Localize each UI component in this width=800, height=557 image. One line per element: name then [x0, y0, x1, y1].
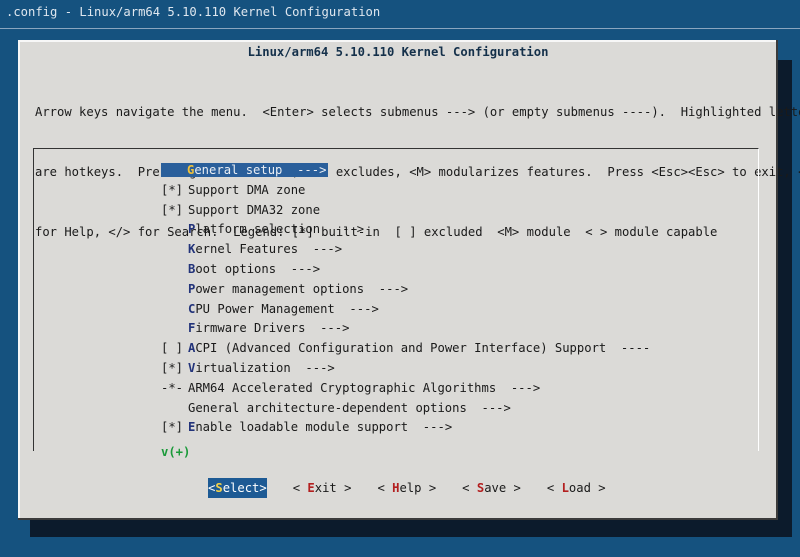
menu-item-text: CPI (Advanced Configuration and Power In…	[195, 341, 651, 356]
menu-item-label: Power management options --->	[187, 282, 409, 296]
menu-item-label: ARM64 Accelerated Cryptographic Algorith…	[187, 381, 541, 395]
menu-item-label: Support DMA zone	[187, 183, 306, 197]
title-divider	[0, 28, 800, 29]
menu-item-label: Enable loadable module support --->	[187, 420, 453, 434]
menu-item[interactable]: [ ]ACPI (Advanced Configuration and Powe…	[161, 338, 651, 358]
menu-item-text: oot options --->	[195, 261, 321, 276]
menu-item-label: Platform selection --->	[187, 222, 365, 236]
menu-box	[33, 148, 759, 451]
menu-item-label: Virtualization --->	[187, 361, 336, 375]
help-button[interactable]: < Help >	[377, 478, 436, 498]
menu-item-text: PU Power Management --->	[195, 301, 379, 316]
button-text: <	[208, 481, 216, 495]
menu-item-hotkey: K	[188, 242, 196, 257]
menu-item-text: latform selection --->	[195, 222, 365, 237]
button-text: elp >	[399, 481, 437, 495]
menu-item-label: ACPI (Advanced Configuration and Power I…	[187, 341, 651, 355]
dialog-border-bottom	[18, 518, 778, 520]
menu-item-hotkey: C	[188, 301, 196, 316]
window-title: .config - Linux/arm64 5.10.110 Kernel Co…	[6, 5, 381, 19]
more-indicator: v(+)	[161, 445, 191, 459]
save-button[interactable]: < Save >	[462, 478, 521, 498]
menu-box-edge	[758, 349, 759, 434]
menu-item-state: -*-	[161, 380, 184, 395]
menu-item-state: [*]	[161, 420, 184, 435]
menu-item[interactable]: [*]Enable loadable module support --->	[161, 417, 651, 437]
select-button[interactable]: <Select>	[208, 478, 267, 498]
menu-item[interactable]: CPU Power Management --->	[161, 299, 651, 319]
menu-item[interactable]: Power management options --->	[161, 279, 651, 299]
menu-item-state: [*]	[161, 202, 184, 217]
help-text: Arrow keys navigate the menu. <Enter> se…	[35, 62, 800, 282]
button-text: oad >	[568, 481, 606, 495]
button-text: elect>	[222, 481, 267, 495]
dialog-title: Linux/arm64 5.10.110 Kernel Configuratio…	[247, 45, 549, 59]
menu-item-label: Boot options --->	[187, 262, 321, 276]
menu-item-state: [*]	[161, 360, 184, 375]
menu-item-hotkey: P	[188, 281, 196, 296]
menu-item-label: General architecture-dependent options -…	[187, 401, 512, 415]
menu-item-text: ower management options --->	[195, 281, 409, 296]
menu-item[interactable]: Boot options --->	[161, 259, 651, 279]
button-text: ave >	[484, 481, 521, 495]
menu-item[interactable]: [*]Support DMA32 zone	[161, 200, 651, 220]
button-text: <	[546, 481, 562, 495]
menu-item[interactable]: Firmware Drivers --->	[161, 318, 651, 338]
menu-item-text: Support DMA32 zone	[188, 202, 321, 217]
menu-list: General setup --->[*]Support DMA zone[*]…	[161, 160, 651, 437]
menu-item-text: eneral setup --->	[194, 163, 327, 177]
menu-item-label: CPU Power Management --->	[187, 302, 380, 316]
menu-item-text: irmware Drivers --->	[195, 321, 350, 336]
menu-item[interactable]: General setup --->	[161, 160, 651, 180]
button-hotkey: E	[307, 481, 315, 495]
menu-item-text: Support DMA zone	[188, 182, 306, 197]
button-text: xit >	[314, 481, 352, 495]
menu-item-hotkey: V	[188, 360, 196, 375]
help-line: Arrow keys navigate the menu. <Enter> se…	[35, 105, 800, 119]
menu-item-text: nable loadable module support --->	[195, 420, 453, 435]
button-hotkey: L	[561, 481, 569, 495]
kernel-config-dialog: Linux/arm64 5.10.110 Kernel Configuratio…	[18, 40, 800, 520]
menu-item-text: General architecture-dependent options -…	[188, 400, 511, 415]
button-text: <	[377, 481, 393, 495]
menu-item-label: Support DMA32 zone	[187, 203, 321, 217]
menu-item-label: General setup --->	[161, 163, 329, 177]
menu-item[interactable]: [*]Virtualization --->	[161, 358, 651, 378]
menu-item-text: ARM64 Accelerated Cryptographic Algorith…	[188, 380, 541, 395]
button-text: <	[462, 481, 477, 495]
menu-item[interactable]: -*-ARM64 Accelerated Cryptographic Algor…	[161, 378, 651, 398]
button-text: <	[292, 481, 308, 495]
menu-item[interactable]: [*]Support DMA zone	[161, 180, 651, 200]
button-hotkey: H	[392, 481, 400, 495]
dialog-border-left	[18, 40, 20, 520]
menu-item-hotkey: G	[187, 163, 195, 177]
button-bar: <Select>< Exit >< Help >< Save >< Load >	[208, 478, 632, 498]
menu-item[interactable]: General architecture-dependent options -…	[161, 398, 651, 418]
menu-item-hotkey: F	[188, 321, 196, 336]
menu-item-label: Firmware Drivers --->	[187, 321, 350, 335]
menu-item-hotkey: P	[188, 222, 196, 237]
button-hotkey: S	[215, 481, 223, 495]
menu-item-label: Kernel Features --->	[187, 242, 343, 256]
menu-item-text: irtualization --->	[195, 360, 335, 375]
menu-item-hotkey: B	[188, 261, 196, 276]
button-hotkey: S	[476, 481, 485, 495]
menu-item[interactable]: Kernel Features --->	[161, 239, 651, 259]
menu-item-state: [ ]	[161, 341, 184, 356]
menu-item[interactable]: Platform selection --->	[161, 219, 651, 239]
menu-item-hotkey: A	[188, 341, 196, 356]
menu-item-state: [*]	[161, 182, 184, 197]
load-button[interactable]: < Load >	[547, 478, 606, 498]
menu-item-text: ernel Features --->	[195, 242, 343, 257]
help-line: for Help, </> for Search. Legend: [*] bu…	[35, 225, 718, 239]
exit-button[interactable]: < Exit >	[293, 478, 352, 498]
menu-item-hotkey: E	[188, 420, 196, 435]
